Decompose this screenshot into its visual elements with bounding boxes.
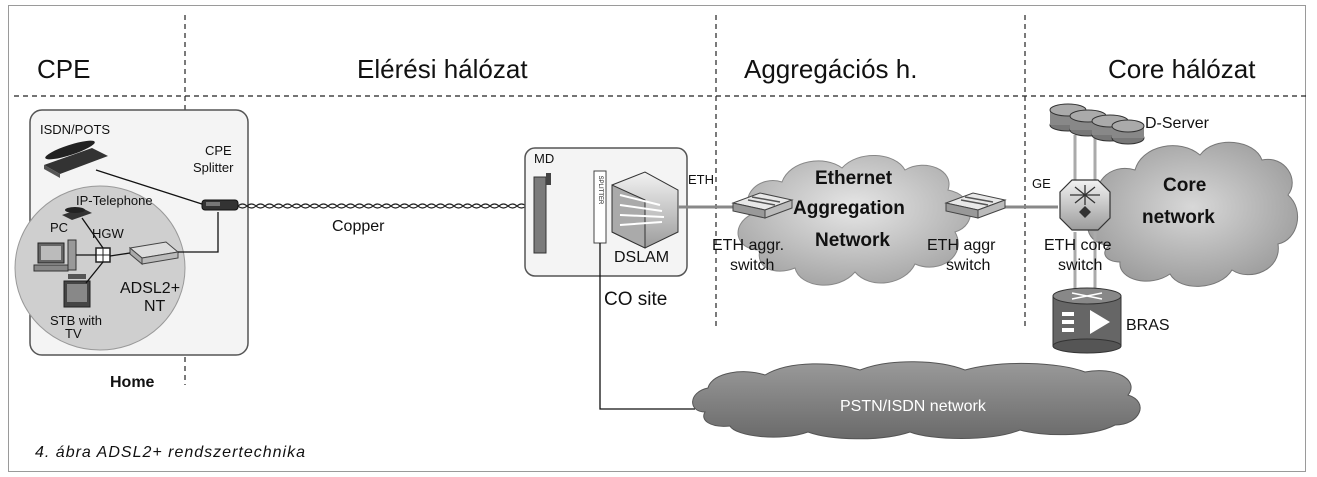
eth-aggr-switch-1-line2: switch xyxy=(730,257,774,274)
pstn-label: PSTN/ISDN network xyxy=(840,398,987,415)
zone-aggregation-label: Aggregációs h. xyxy=(744,54,917,84)
copper-label: Copper xyxy=(332,218,385,235)
phone-icon xyxy=(44,140,108,178)
splitter-label-line2: Splitter xyxy=(193,160,234,175)
core-cloud-line2: network xyxy=(1142,207,1215,228)
md-label: MD xyxy=(534,151,554,166)
stb-label-line1: STB with xyxy=(50,313,102,328)
home-lan-ellipse xyxy=(14,185,186,351)
co-splitter-text: SPLITTER xyxy=(597,176,603,205)
ge-label: GE xyxy=(1032,176,1051,191)
dslam-icon xyxy=(611,171,679,249)
hgw-icon xyxy=(95,247,111,263)
zone-access-label: Elérési hálózat xyxy=(357,54,528,84)
zone-cpe-label: CPE xyxy=(37,54,90,84)
d-server-label: D-Server xyxy=(1145,115,1210,132)
home-wiring xyxy=(76,169,219,284)
home-label: Home xyxy=(110,374,155,391)
eth-cloud-line2: Aggregation xyxy=(793,198,905,219)
splitter-label-line1: CPE xyxy=(205,143,232,158)
eth-aggr-switch-1-line1: ETH aggr. xyxy=(712,237,784,254)
figure-caption: 4. ábra ADSL2+ rendszertechnika xyxy=(35,444,306,461)
ip-phone-icon xyxy=(62,207,92,220)
eth-core-switch-icon xyxy=(1059,179,1111,231)
pstn-cloud xyxy=(692,361,1141,440)
eth-label: ETH xyxy=(688,172,714,187)
hgw-label: HGW xyxy=(92,226,125,241)
adsl-nt-icon xyxy=(128,241,180,266)
md-icon xyxy=(533,176,547,254)
bras-label: BRAS xyxy=(1126,317,1170,334)
md-icon-top xyxy=(546,173,551,185)
core-network-cloud xyxy=(1087,141,1298,287)
co-site-label: CO site xyxy=(604,289,667,310)
nt-label-line1: ADSL2+ xyxy=(120,280,180,297)
pstn-link xyxy=(599,243,695,410)
ethernet-aggregation-cloud xyxy=(737,155,971,286)
stb-label-line2: TV xyxy=(65,326,82,341)
d-server-icon xyxy=(1049,103,1145,145)
pc-icon xyxy=(33,239,77,272)
eth-core-switch-line1: ETH core xyxy=(1044,237,1112,254)
stb-tv-icon xyxy=(63,274,91,308)
core-links xyxy=(1073,135,1097,290)
nt-label-line2: NT xyxy=(144,298,166,315)
isdn-label: ISDN/POTS xyxy=(40,122,110,137)
ip-telephone-label: IP-Telephone xyxy=(76,193,153,208)
eth-cloud-line1: Ethernet xyxy=(815,168,893,189)
eth-core-switch-line2: switch xyxy=(1058,257,1102,274)
eth-aggr-switch-2-line1: ETH aggr xyxy=(927,237,996,254)
eth-aggr-switch-2-line2: switch xyxy=(946,257,990,274)
zone-core-label: Core hálózat xyxy=(1108,54,1256,84)
pc-label: PC xyxy=(50,220,68,235)
eth-aggr-switch-2-icon xyxy=(944,192,1007,219)
eth-cloud-line3: Network xyxy=(815,230,890,251)
dslam-label: DSLAM xyxy=(614,249,669,266)
cpe-splitter-icon xyxy=(201,199,239,211)
figure-frame xyxy=(8,5,1306,472)
eth-aggr-switch-1-icon xyxy=(731,192,794,219)
core-cloud-line1: Core xyxy=(1163,175,1206,196)
bras-icon xyxy=(1052,287,1122,354)
